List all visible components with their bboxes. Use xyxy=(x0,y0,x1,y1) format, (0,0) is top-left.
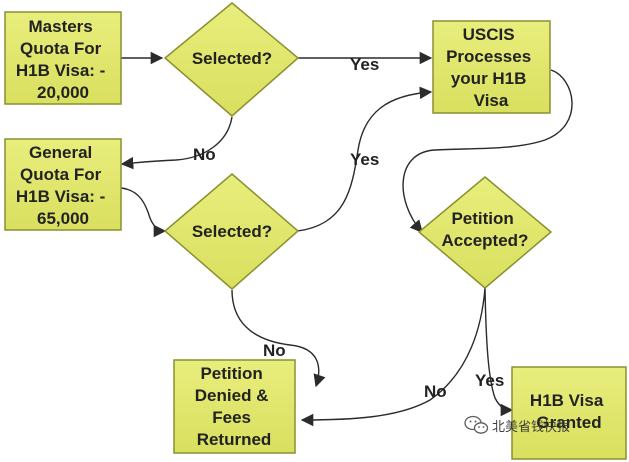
node-masters-quota: Masters Quota For H1B Visa: - 20,000 xyxy=(4,11,122,105)
node-visa-granted: H1B Visa Granted xyxy=(511,366,627,460)
edge-label-yes-3: Yes xyxy=(475,371,504,390)
visa-granted-label: H1B Visa Granted xyxy=(530,391,608,432)
wechat-icon xyxy=(464,415,489,434)
node-selected-1: Selected? xyxy=(163,2,300,117)
node-selected-2: Selected? xyxy=(163,173,300,290)
edge-selected2-to-uscis xyxy=(296,86,433,232)
edge-uscis-to-accepted xyxy=(402,69,573,233)
selected-1-label: Selected? xyxy=(192,49,272,68)
uscis-label: USCIS Processes your H1B Visa xyxy=(446,25,536,110)
node-uscis: USCIS Processes your H1B Visa xyxy=(432,20,551,114)
edge-label-no-1: No xyxy=(193,145,216,164)
general-quota-label: General Quota For H1B Visa: - 65,000 xyxy=(16,143,110,228)
edge-label-yes-2: Yes xyxy=(350,150,379,169)
edge-selected1-to-general xyxy=(120,116,233,170)
edge-label-yes-1: Yes xyxy=(350,55,379,74)
watermark: 北美省钱快报 xyxy=(464,415,570,435)
petition-accepted-label: Petition Accepted? xyxy=(442,209,529,250)
node-general-quota: General Quota For H1B Visa: - 65,000 xyxy=(4,138,122,231)
edge-selected2-to-denied xyxy=(231,289,326,388)
node-petition-accepted: Petition Accepted? xyxy=(417,176,553,289)
watermark-text: 北美省钱快报 xyxy=(492,420,570,435)
masters-quota-label: Masters Quota For H1B Visa: - 20,000 xyxy=(16,17,110,102)
petition-denied-label: Petition Denied & Fees Returned xyxy=(195,364,273,449)
edge-accepted-to-denied xyxy=(300,287,486,427)
edge-accepted-to-granted xyxy=(484,287,514,417)
edge-general-to-selected2 xyxy=(120,187,167,238)
node-petition-denied: Petition Denied & Fees Returned xyxy=(173,359,296,454)
edge-label-no-3: No xyxy=(424,382,447,401)
selected-2-label: Selected? xyxy=(192,222,272,241)
edge-label-no-2: No xyxy=(263,341,286,360)
